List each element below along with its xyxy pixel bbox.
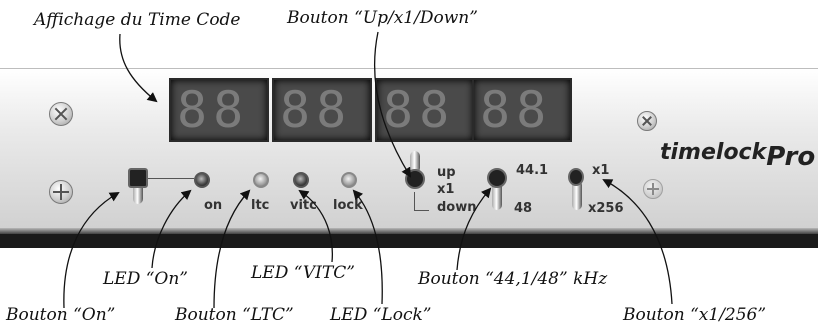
x1-mid-label: x1 <box>437 182 455 197</box>
button-on-callout: Bouton “On” <box>6 305 116 325</box>
led-lock-callout: LED “Lock” <box>330 305 432 325</box>
lock-led <box>341 172 357 188</box>
khz-44-label: 44.1 <box>516 163 549 178</box>
timecode-seconds-display: 88 <box>375 78 475 142</box>
timecode-hours-digits: 88 <box>177 81 250 139</box>
lock-label: lock <box>333 198 363 213</box>
on-connector-line <box>148 178 194 179</box>
on-label: on <box>204 198 223 213</box>
up-label: up <box>437 165 456 180</box>
button-ltc-callout: Bouton “LTC” <box>175 305 294 325</box>
down-label: down <box>437 200 477 215</box>
timelock-pro-logo: timelockPro <box>660 138 815 171</box>
screw-top-left-icon <box>49 102 73 126</box>
device-front-panel: 88 88 88 88 on ltc vitc lock up x1 down … <box>0 68 818 248</box>
timecode-frames-digits: 88 <box>480 81 553 139</box>
led-on-callout: LED “On” <box>103 269 188 289</box>
screw-top-right-icon <box>637 111 657 131</box>
led-vitc-callout: LED “VITC” <box>251 263 355 283</box>
x1-right-label: x1 <box>592 163 610 178</box>
timecode-frames-display: 88 <box>472 78 572 142</box>
button-x1256-callout: Bouton “x1/256” <box>623 305 767 325</box>
panel-shadow <box>0 228 818 236</box>
timecode-display-callout: Affichage du Time Code <box>34 10 241 30</box>
panel-bottom-bar <box>0 234 818 248</box>
screw-bottom-left-icon <box>49 180 73 204</box>
vitc-led <box>293 172 309 188</box>
button-4448-callout: Bouton “44,1/48” kHz <box>418 269 608 289</box>
timecode-hours-display: 88 <box>169 78 269 142</box>
on-led <box>194 172 210 188</box>
logo-main-text: timelock <box>660 140 767 165</box>
khz-48-label: 48 <box>514 201 533 216</box>
logo-pro-text: Pro <box>766 142 816 172</box>
timecode-seconds-digits: 88 <box>383 81 456 139</box>
timecode-minutes-display: 88 <box>272 78 372 142</box>
vitc-label: vitc <box>290 198 317 213</box>
screw-bottom-right-icon <box>643 179 663 199</box>
updown-button-callout: Bouton “Up/x1/Down” <box>287 8 478 28</box>
down-bracket <box>414 192 429 211</box>
timecode-minutes-digits: 88 <box>280 81 353 139</box>
x256-label: x256 <box>588 201 624 216</box>
ltc-led <box>253 172 269 188</box>
ltc-label: ltc <box>251 198 270 213</box>
